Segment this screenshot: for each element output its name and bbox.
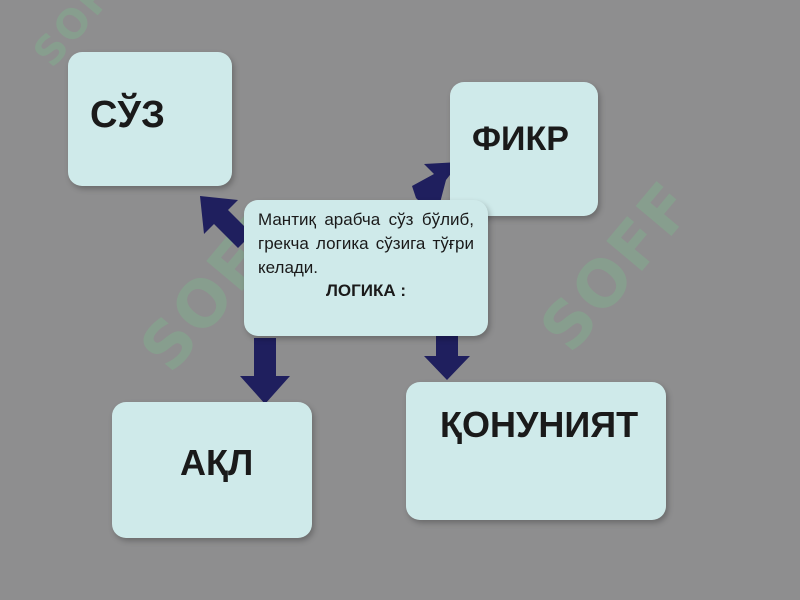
node-qonuniyat-label: ҚОНУНИЯТ	[440, 404, 639, 445]
node-qonuniyat: ҚОНУНИЯТ	[406, 382, 666, 520]
center-definition-box: Мантиқ арабча сўз бўлиб, грекча логика с…	[244, 200, 488, 336]
node-aql: АҚЛ	[112, 402, 312, 538]
arrow-to-aql	[240, 338, 290, 404]
node-suz-label: СЎЗ	[90, 94, 165, 136]
node-fikr: ФИКР	[450, 82, 598, 216]
node-suz: СЎЗ	[68, 52, 232, 186]
center-definition-text: Мантиқ арабча сўз бўлиб, грекча логика с…	[258, 210, 474, 277]
node-fikr-label: ФИКР	[472, 120, 569, 158]
node-aql-label: АҚЛ	[180, 442, 254, 483]
center-title: ЛОГИКА :	[325, 281, 407, 300]
arrow-to-qonuniyat	[424, 336, 470, 380]
arrow-to-suz	[200, 196, 258, 248]
